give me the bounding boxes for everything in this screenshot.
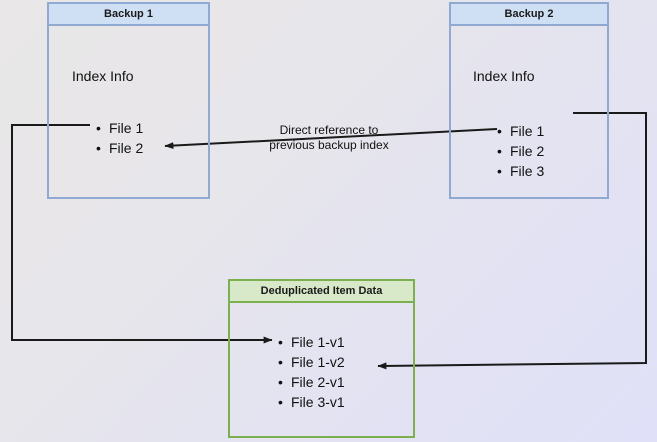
backup-1-file-list: File 1 File 2 — [96, 118, 143, 158]
list-item: File 2 — [497, 141, 544, 161]
direct-reference-caption-line-1: Direct reference to — [279, 123, 379, 137]
direct-reference-caption-line-2: previous backup index — [269, 138, 389, 152]
backup-1-body: Index Info File 1 File 2 — [49, 26, 208, 197]
deduplicated-item-data-title: Deduplicated Item Data — [230, 281, 413, 303]
list-item: File 1 — [96, 118, 143, 138]
list-item: File 3 — [497, 161, 544, 181]
direct-reference-caption: Direct reference to previous backup inde… — [251, 123, 407, 153]
backup-2-title: Backup 2 — [451, 4, 607, 26]
list-item: File 1-v2 — [278, 352, 345, 372]
backup-1-box[interactable]: Backup 1 Index Info File 1 File 2 — [47, 2, 210, 199]
backup-2-index-info-label: Index Info — [473, 68, 535, 84]
list-item: File 1-v1 — [278, 332, 345, 352]
list-item: File 2 — [96, 138, 143, 158]
deduplicated-item-data-body: File 1-v1 File 1-v2 File 2-v1 File 3-v1 — [230, 303, 413, 436]
backup-2-body: Index Info File 1 File 2 File 3 — [451, 26, 607, 197]
backup-2-box[interactable]: Backup 2 Index Info File 1 File 2 File 3 — [449, 2, 609, 199]
list-item: File 2-v1 — [278, 372, 345, 392]
list-item: File 3-v1 — [278, 392, 345, 412]
deduplicated-item-data-box[interactable]: Deduplicated Item Data File 1-v1 File 1-… — [228, 279, 415, 438]
deduplicated-file-list: File 1-v1 File 1-v2 File 2-v1 File 3-v1 — [278, 332, 345, 412]
backup-1-title: Backup 1 — [49, 4, 208, 26]
backup-2-file-list: File 1 File 2 File 3 — [497, 121, 544, 181]
list-item: File 1 — [497, 121, 544, 141]
backup-1-index-info-label: Index Info — [72, 68, 134, 84]
